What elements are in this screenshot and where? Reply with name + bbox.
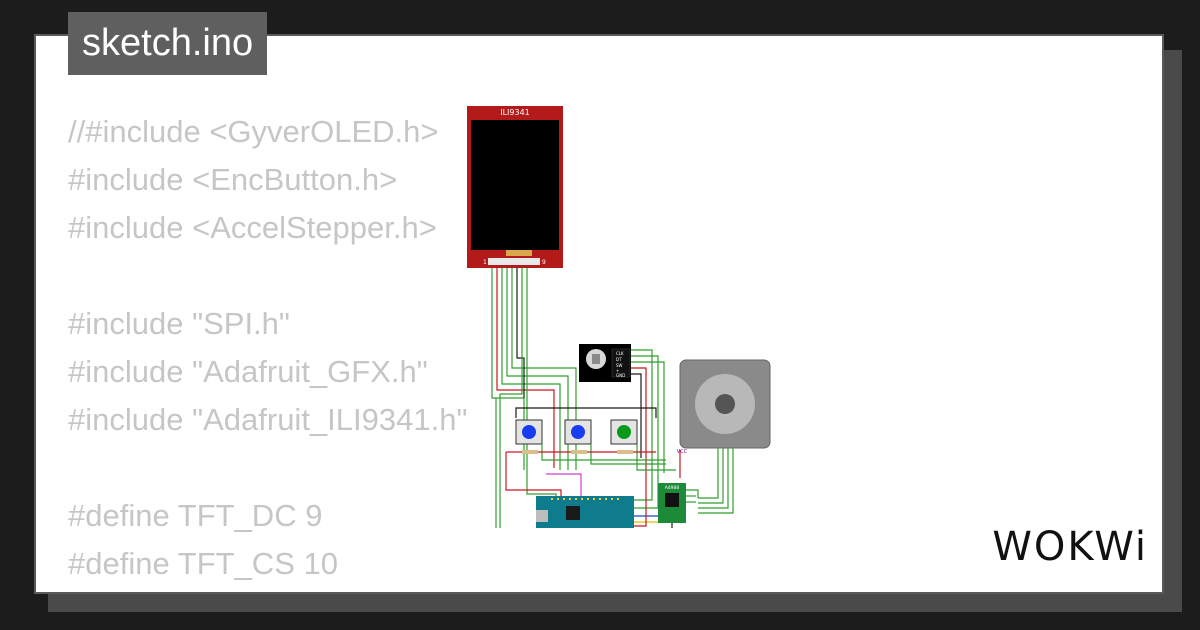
arduino-nano: [536, 496, 634, 528]
encoder-wires: [631, 349, 665, 476]
display-wires: [491, 268, 577, 528]
display-pin-end: 9: [542, 259, 546, 266]
encoder-pin-vcc: +: [616, 368, 619, 373]
wokwi-logo: WOKWi: [992, 524, 1148, 570]
rotary-encoder: CLK DT SW + GND: [579, 344, 631, 382]
code-line: #include "Adafruit_ILI9341.h": [68, 402, 468, 437]
button-3: [617, 425, 631, 439]
tft-display: ILI9341 1 9: [467, 106, 563, 268]
button-1: [522, 425, 536, 439]
file-tab[interactable]: sketch.ino: [68, 12, 268, 75]
circuit-diagram: ILI9341 1 9 CLK DT SW + GND: [467, 106, 771, 528]
encoder-pin-clk: CLK: [616, 351, 624, 356]
code-line: #include "SPI.h": [68, 306, 290, 341]
display-label: ILI9341: [500, 108, 530, 117]
button-2: [571, 425, 585, 439]
code-line: //#include <GyverOLED.h>: [68, 114, 439, 149]
encoder-pin-gnd: GND: [616, 373, 625, 378]
code-line: #define TFT_CS 10: [68, 546, 338, 581]
code-line: #define TFT_DC 9: [68, 498, 323, 533]
code-line: #include <EncButton.h>: [68, 162, 398, 197]
display-pin-start: 1: [483, 259, 487, 266]
code-preview: //#include <GyverOLED.h> #include <EncBu…: [68, 108, 467, 588]
stepper-driver: A4988 VCC: [658, 449, 699, 528]
code-line: #include <AccelStepper.h>: [68, 210, 437, 245]
encoder-pin-dt: DT: [616, 357, 622, 362]
code-line: #include "Adafruit_GFX.h": [68, 354, 428, 389]
preview-card: //#include <GyverOLED.h> #include <EncBu…: [34, 34, 1164, 594]
encoder-pin-sw: SW: [616, 363, 623, 368]
code-line: [68, 252, 467, 300]
stepper-motor: [679, 359, 771, 514]
driver-label: A4988: [665, 485, 680, 491]
vcc-label: VCC: [677, 449, 688, 455]
code-line: [68, 444, 467, 492]
push-buttons: [506, 407, 676, 471]
